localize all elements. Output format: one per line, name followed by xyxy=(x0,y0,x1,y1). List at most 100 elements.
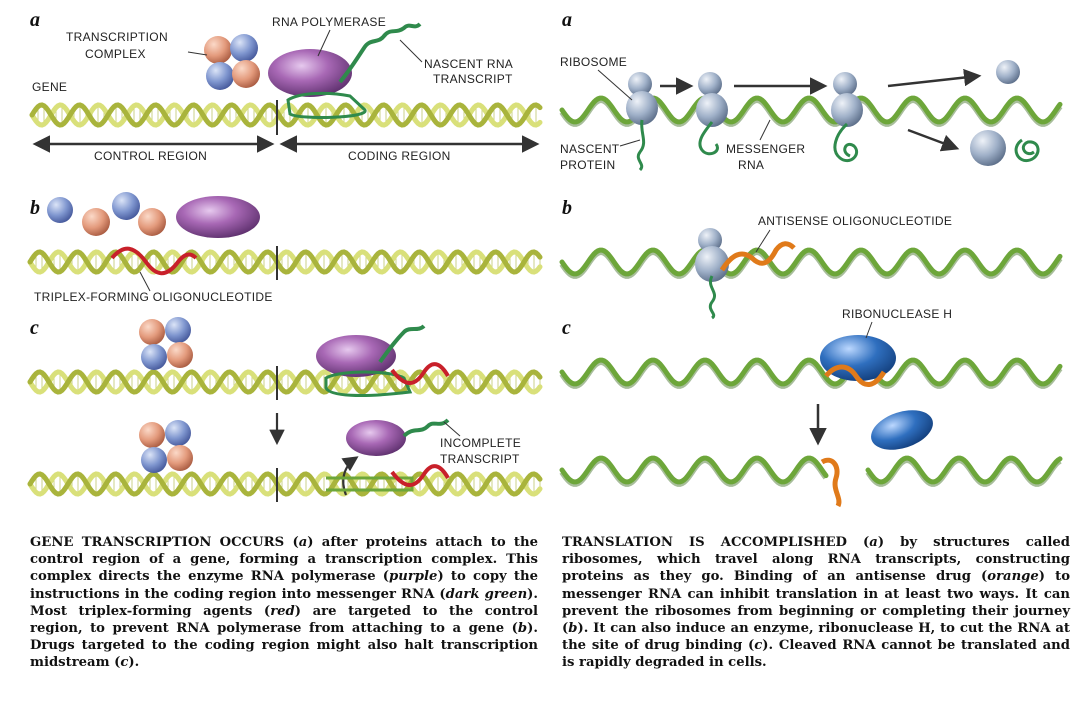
label-antisense: ANTISENSE OLIGONUCLEOTIDE xyxy=(758,214,952,228)
dna-double-helix xyxy=(29,102,543,128)
rna-polymerase xyxy=(176,196,260,238)
leader-line xyxy=(597,69,633,101)
dna-strand xyxy=(27,249,543,275)
label-transcript: TRANSCRIPT xyxy=(440,452,520,466)
caption-run: b xyxy=(517,621,528,637)
label-incomplete: INCOMPLETE xyxy=(440,436,521,450)
rna-polymerase xyxy=(316,335,396,377)
caption-run: ). Drugs targeted to the coding region m… xyxy=(30,621,538,671)
right-panel-b: b ANTISENSE OLIGONUCLEOTIDE xyxy=(559,197,1063,320)
dna-strand xyxy=(27,471,543,497)
cleaved-rna-left xyxy=(559,455,829,487)
caption-run: ). It can also induce an enzyme, ribonuc… xyxy=(562,621,1070,654)
caption-run: a xyxy=(869,535,878,550)
caption-run: ) to messenger RNA can inhibit translati… xyxy=(562,569,1071,637)
caption-run: c xyxy=(754,638,763,654)
caption-run: b xyxy=(568,621,578,637)
label-nascent: NASCENT xyxy=(560,142,620,156)
label-complex: COMPLEX xyxy=(85,47,146,61)
messenger-rna-strand xyxy=(559,357,1063,389)
label-gene: GENE xyxy=(32,80,67,94)
label-triplex: TRIPLEX-FORMING OLIGONUCLEOTIDE xyxy=(34,290,273,304)
caption-run: red xyxy=(270,603,295,619)
release-arrow xyxy=(907,128,960,152)
dna-strand xyxy=(27,369,543,395)
released-ribonuclease-h xyxy=(871,410,933,450)
stalled-ribosome xyxy=(695,228,729,282)
caption-run: c xyxy=(120,655,129,671)
caption-run: ). Cleaved RNA cannot be translated and … xyxy=(562,638,1070,671)
dna-double-helix xyxy=(27,471,543,497)
left-panel-a: a TRANSCRIPTION COMPLEX RNA POLYMERASE N… xyxy=(29,9,543,163)
ribosome xyxy=(831,72,863,127)
caption-run: purple xyxy=(389,569,438,585)
label-messenger: MESSENGER xyxy=(726,142,805,156)
nascent-rna-strand xyxy=(378,324,426,364)
nascent-rna-strand xyxy=(338,22,422,84)
right-panel-c: c RIBONUCLEASE H xyxy=(559,307,1063,508)
caption-run: ). Most triplex-forming agents ( xyxy=(30,586,538,619)
dna-strand xyxy=(29,102,543,128)
transcription-bubble xyxy=(286,91,367,119)
triplex-oligonucleotide xyxy=(390,464,450,487)
panel-letter-b: b xyxy=(562,197,572,219)
leader-line xyxy=(755,229,771,253)
caption-run: ). xyxy=(128,655,140,671)
left-panel-b: b TRIPLEX-FORMING OLIGONUCLEOTIDE xyxy=(27,192,543,304)
panel-letter-b: b xyxy=(30,197,40,219)
leader-line xyxy=(317,29,331,57)
label-rna-polymerase: RNA POLYMERASE xyxy=(272,15,386,29)
leader-line xyxy=(619,139,641,147)
label-ribosome: RIBOSOME xyxy=(560,55,627,69)
leader-line xyxy=(187,51,208,56)
antisense-oligonucleotide xyxy=(824,364,887,387)
panel-letter-c: c xyxy=(30,317,39,339)
transcription-bubble xyxy=(324,370,413,397)
nascent-protein xyxy=(636,119,646,172)
label-protein: PROTEIN xyxy=(560,158,615,172)
caption-run: ) by structures called ribosomes, which … xyxy=(562,535,1070,585)
completed-protein xyxy=(1014,138,1040,163)
antisense-oligonucleotide xyxy=(719,241,796,272)
panel-letter-a: a xyxy=(30,9,40,31)
caption-run: a xyxy=(298,535,308,550)
transcription-factors xyxy=(47,192,166,236)
caption-run: TRANSLATION IS ACCOMPLISHED ( xyxy=(562,535,870,550)
triplex-oligonucleotide xyxy=(110,246,198,276)
incomplete-transcript xyxy=(402,418,450,438)
ribosome-small-subunit xyxy=(996,60,1020,84)
ribosome xyxy=(626,72,658,125)
ribosome xyxy=(696,72,728,127)
dna-strand xyxy=(27,369,543,395)
nascent-protein xyxy=(833,122,859,163)
transcription-complex xyxy=(139,317,193,370)
caption-run: ) are targeted to the control region, to… xyxy=(30,603,538,637)
leader-line xyxy=(759,119,771,141)
leader-line xyxy=(865,321,873,339)
rna-polymerase xyxy=(268,49,352,97)
panel-letter-c: c xyxy=(562,317,571,339)
rna-strand xyxy=(559,357,1063,387)
label-coding-region: CODING REGION xyxy=(348,149,451,163)
label-rna: RNA xyxy=(738,158,764,172)
released-rna-polymerase xyxy=(346,420,406,456)
label-nascent-rna: NASCENT RNA xyxy=(424,57,513,71)
rna-strand xyxy=(865,455,1063,485)
release-arrow xyxy=(887,68,982,88)
nascent-protein xyxy=(708,275,717,320)
ribosome-large-subunit xyxy=(970,130,1006,166)
leader-line xyxy=(443,421,461,437)
label-control-region: CONTROL REGION xyxy=(94,149,207,163)
rna-strand xyxy=(559,247,1063,277)
caption-run: GENE TRANSCRIPTION OCCURS ( xyxy=(30,535,299,550)
leader-line xyxy=(399,39,423,63)
dna-double-helix xyxy=(27,249,543,275)
label-transcription: TRANSCRIPTION xyxy=(66,30,168,44)
label-ribonuclease: RIBONUCLEASE H xyxy=(842,307,952,321)
triplex-oligonucleotide xyxy=(390,362,450,385)
messenger-rna-strand xyxy=(559,247,1063,279)
dna-strand xyxy=(27,471,543,497)
dna-double-helix xyxy=(27,369,543,395)
dna-strand xyxy=(29,102,543,128)
